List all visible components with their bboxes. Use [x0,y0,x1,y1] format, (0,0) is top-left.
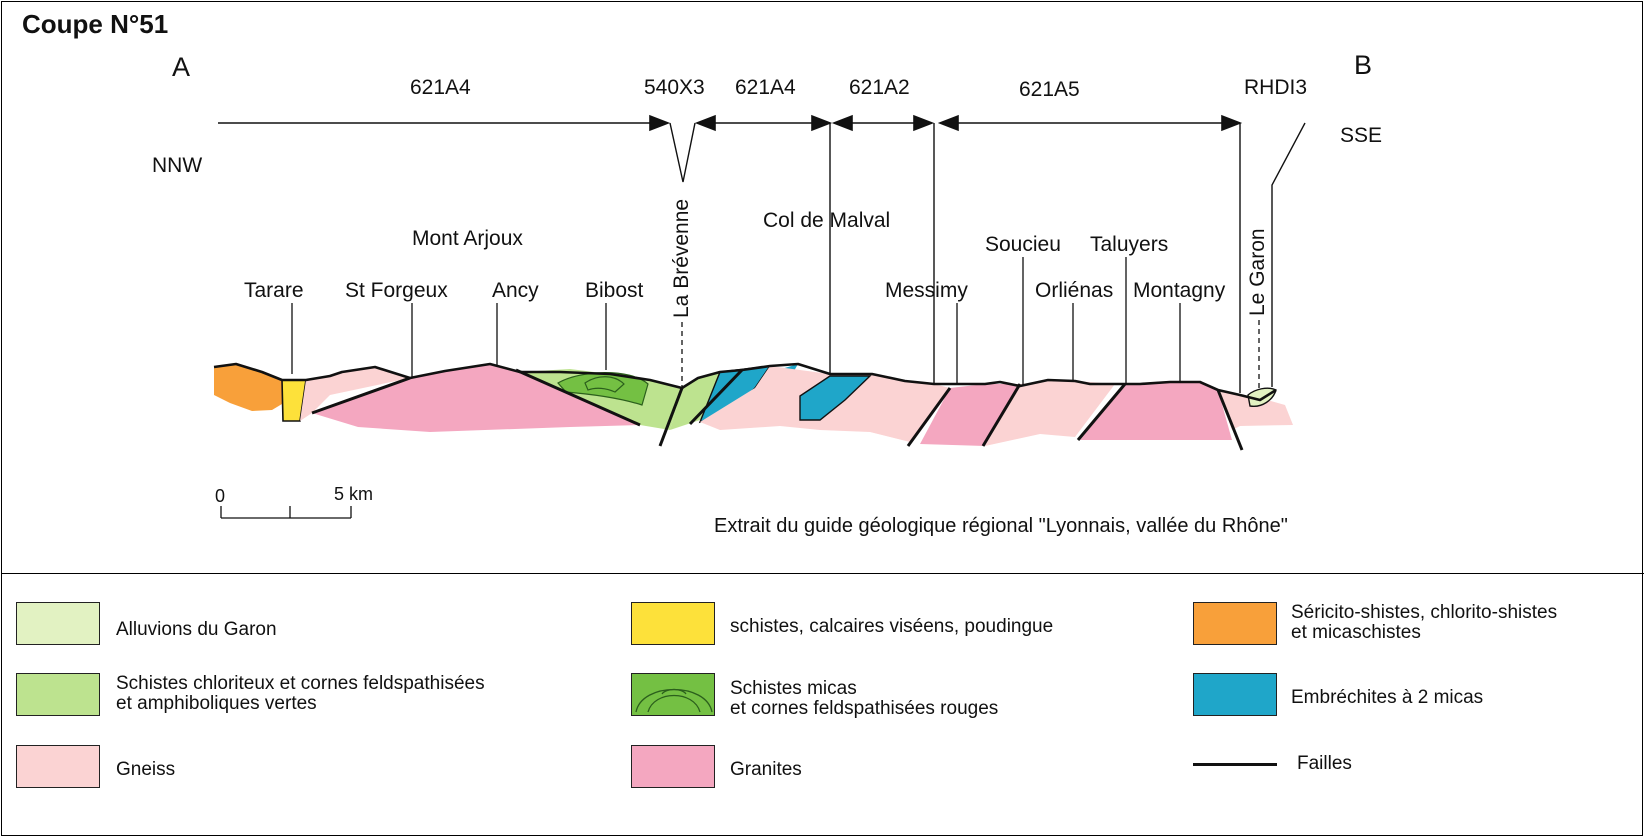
place-leader-lines [292,257,1180,386]
fold-pattern-icon [632,674,715,716]
sheet-boundary-lines [670,123,1305,393]
legend-label: Alluvions du Garon [116,619,277,640]
legend-label: Embréchites à 2 micas [1291,687,1483,708]
legend-label-line2: et amphiboliques vertes [116,693,317,714]
source-note: Extrait du guide géologique régional "Ly… [714,514,1288,538]
scale-max-label: 5 km [334,482,373,506]
legend-label-line2: et micaschistes [1291,622,1421,643]
legend-label-line1: Schistes chloriteux et cornes feldspathi… [116,673,485,694]
legend-label: Failles [1297,753,1352,774]
legend-fault-line [1193,763,1277,766]
arrow-line [218,116,1240,130]
legend-label-line1: Schistes micas [730,678,857,699]
legend-swatch-embrechites [1193,673,1277,716]
legend-swatch-schistes-calcaires [631,602,715,645]
legend-swatch-schistes-micas [631,673,715,716]
legend-swatch-gneiss [16,745,100,788]
legend-label-line2: et cornes feldspathisées rouges [730,698,998,719]
legend-label: Gneiss [116,759,175,780]
unit-sericito [214,364,282,411]
scale-zero-label: 0 [215,484,225,508]
legend-swatch-alluvions [16,602,100,645]
legend-label: Granites [730,759,802,780]
scale-bar [221,506,351,518]
legend-swatch-granites [631,745,715,788]
legend-label-line1: Séricito-shistes, chlorito-shistes [1291,602,1557,623]
legend-label: schistes, calcaires viséens, poudingue [730,616,1053,637]
legend-swatch-schistes-chloriteux [16,673,100,716]
legend-swatch-sericito [1193,602,1277,645]
